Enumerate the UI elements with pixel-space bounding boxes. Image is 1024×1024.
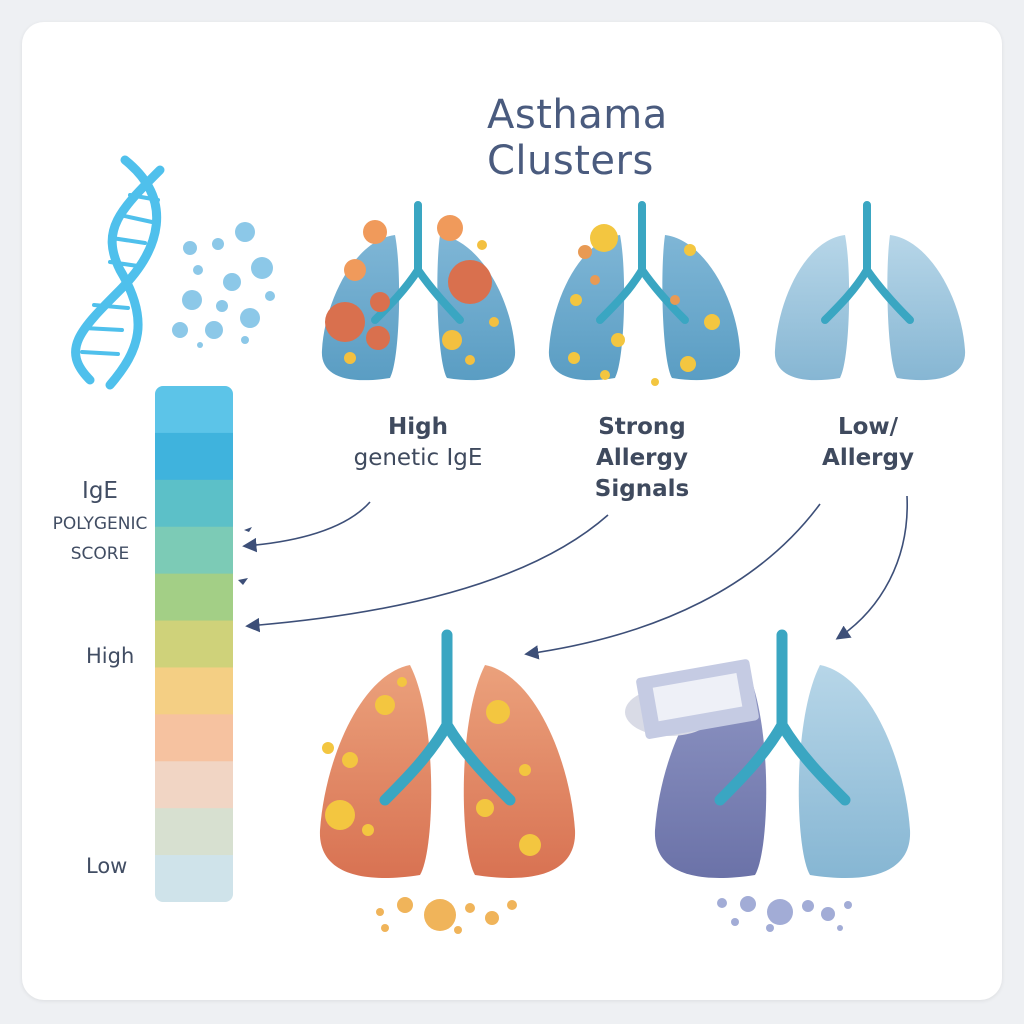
lung-strong-allergy-signals (548, 201, 741, 386)
score-bar-segment (155, 479, 233, 528)
arrow-low-allergy-1 (524, 503, 821, 660)
score-bar-segment (155, 667, 233, 715)
scale-high-label: High (86, 644, 135, 668)
cluster-label-line: Low/ (837, 414, 899, 440)
page-title: Asthama Clusters (487, 92, 668, 184)
score-bar-segment (155, 526, 233, 575)
score-bar-segment (155, 855, 233, 902)
arrow-high-genetic-ige (242, 501, 371, 553)
score-bar-segment (155, 620, 233, 668)
lung-low-allergy (774, 201, 966, 381)
score-bar-segment (155, 808, 233, 856)
score-bar-segment (155, 432, 233, 481)
arrow-ticks (238, 527, 252, 585)
cluster-label-low-allergy: Low/ Allergy (768, 412, 968, 474)
cluster-label-line: Signals (594, 476, 690, 502)
score-bar-segment (155, 386, 233, 434)
score-bar-segment (155, 761, 233, 809)
scale-title-polygenic: POLYGENIC (52, 514, 148, 534)
arrow-low-allergy-2 (835, 495, 908, 640)
scale-low-label: Low (86, 854, 128, 878)
cluster-label-strong-allergy: Strong Allergy Signals (542, 412, 742, 505)
cluster-arrows (242, 495, 908, 660)
scale-title-ige: IgE (82, 478, 118, 504)
lung-low-allergy-environmental (625, 629, 911, 932)
pollution-cloud-icon (625, 659, 759, 739)
lung-high-genetic-ige (321, 201, 516, 381)
arrow-strong-allergy (245, 514, 609, 633)
dna-icon (71, 155, 165, 390)
polygenic-score-bar (155, 386, 233, 902)
cluster-label-line: genetic IgE (353, 445, 483, 471)
cluster-label-line: Allergy (822, 445, 914, 471)
score-bar-segment (155, 714, 233, 762)
cluster-label-line: Strong (598, 414, 686, 440)
cluster-label-high-genetic-ige: High genetic IgE (318, 412, 518, 474)
score-bar-segment (155, 573, 233, 622)
lung-allergic-inflamed (319, 629, 576, 934)
scale-title-score: SCORE (70, 544, 130, 564)
cluster-label-line: High (388, 414, 448, 440)
cluster-label-line: Allergy (596, 445, 688, 471)
allergen-particles-icon (172, 222, 275, 348)
